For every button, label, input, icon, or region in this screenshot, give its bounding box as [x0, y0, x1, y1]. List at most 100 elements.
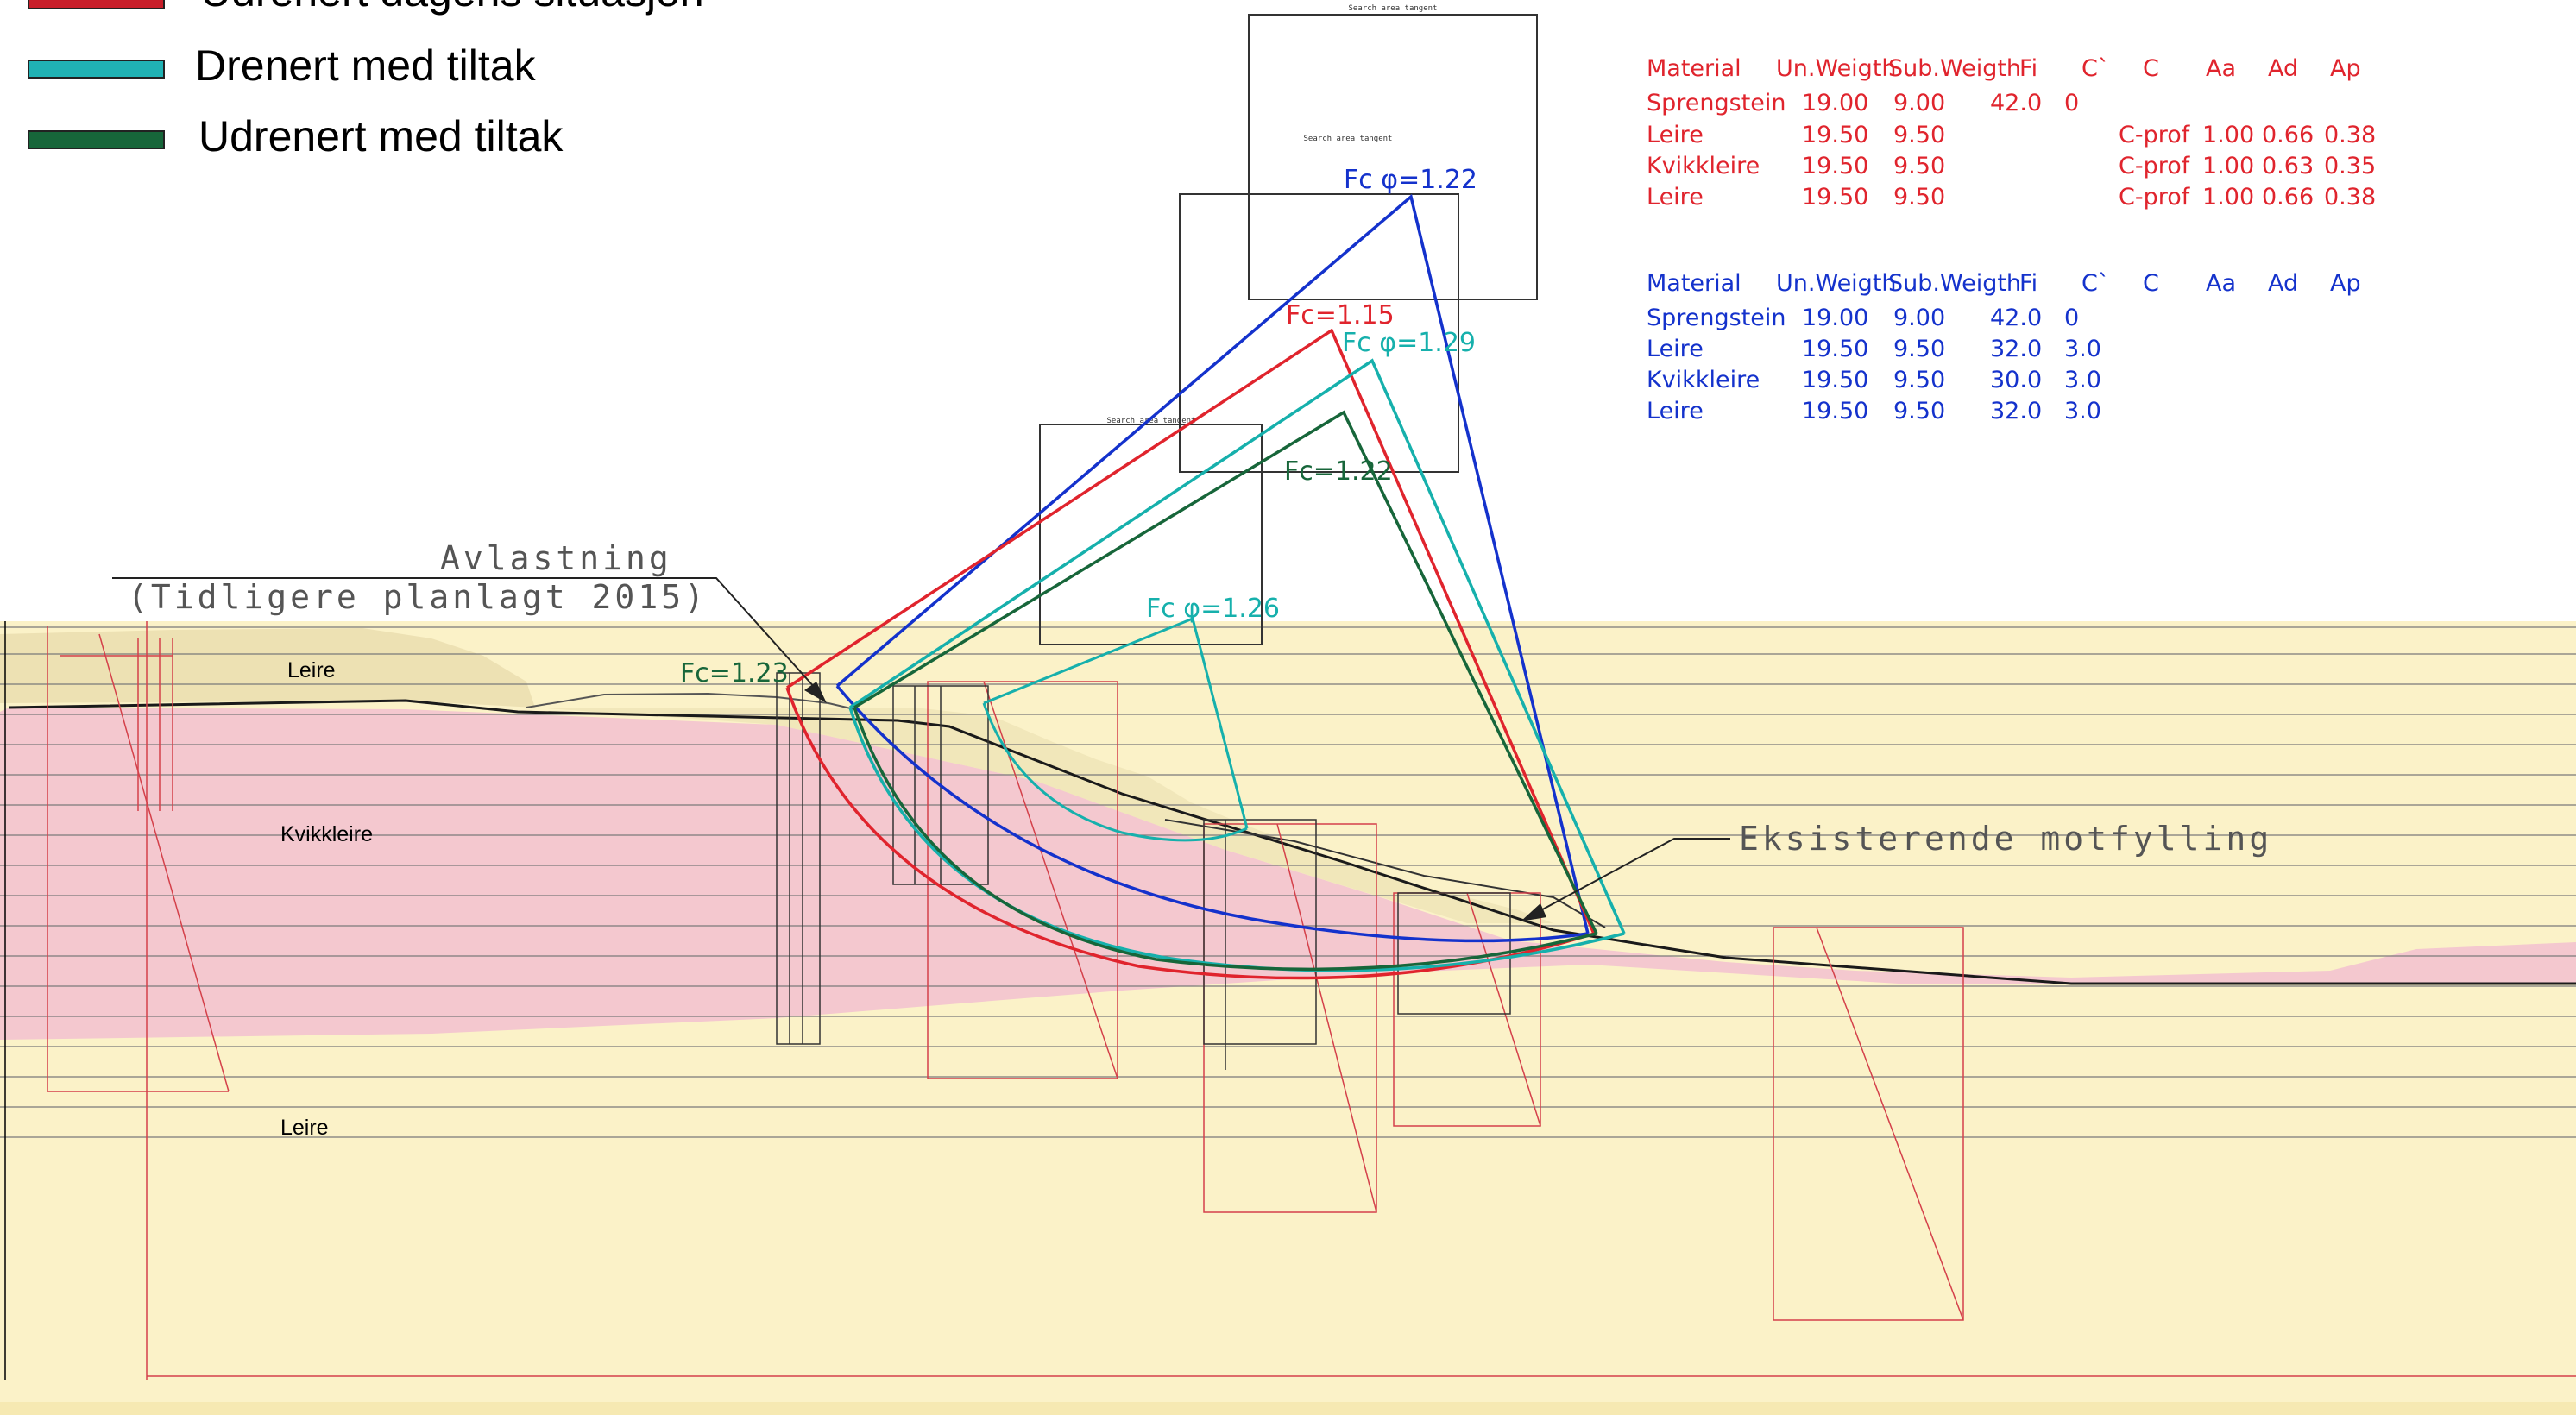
slip-surfaces: [785, 193, 1626, 980]
fc-label-green-small: Fc=1.23: [680, 658, 789, 689]
header-subweight: Sub.Weigth: [1888, 270, 2021, 297]
fill-slope-line: [1164, 819, 1606, 928]
surface-clay-hill: [0, 628, 535, 708]
search-area-boxes: [1039, 14, 1538, 645]
header-material: Material: [1647, 55, 1741, 82]
header-subweight: Sub.Weigth: [1888, 55, 2021, 82]
avlastning-arrowhead: [804, 682, 827, 703]
legend-item-udrenert-med-tiltak: Udrenert med tiltak: [28, 112, 564, 160]
cell: 9.50: [1893, 153, 1945, 179]
cell: 19.50: [1802, 184, 1868, 211]
header-c: C: [2143, 55, 2159, 82]
table-undrained-row: Kvikkleire 19.50 9.50 C-prof 1.00 0.63 0…: [1647, 153, 2376, 179]
search-box-middle: [1179, 193, 1459, 473]
header-unweight: Un.Weigth: [1776, 55, 1897, 82]
avlastning-leader: [112, 577, 816, 689]
legend-item-udrenert-dagens: Udrenert dagens situasjon: [28, 0, 704, 16]
cell: Leire: [1647, 336, 1704, 362]
search-box-small: [1039, 424, 1263, 645]
legend-swatch-udrenert-med-tiltak: [28, 130, 165, 149]
cell: 19.00: [1802, 305, 1868, 331]
header-fi: Fi: [2019, 270, 2037, 297]
header-unweight: Un.Weigth: [1776, 270, 1897, 297]
table-drained-row: Leire 19.50 9.50 32.0 3.0: [1647, 398, 2101, 424]
cell: 32.0: [1990, 398, 2042, 424]
cell: 0: [2064, 305, 2079, 331]
header-aa: Aa: [2206, 270, 2236, 297]
soil-label-kvikkleire: Kvikkleire: [280, 822, 373, 846]
cell: 9.50: [1893, 122, 1945, 148]
search-box-top-label: Search area tangent: [1349, 4, 1438, 13]
legend-swatch-udrenert-dagens: [28, 0, 165, 9]
cell: 19.00: [1802, 90, 1868, 116]
cell: 0.63: [2262, 153, 2314, 179]
cell: Kvikkleire: [1647, 153, 1760, 179]
slip-surface-red: [785, 328, 1596, 980]
cell: 3.0: [2064, 367, 2101, 393]
sounding-profiles: [47, 626, 1964, 1321]
soil-label-leire-bottom: Leire: [280, 1116, 329, 1140]
cell: 1.00: [2202, 184, 2254, 211]
cell: Sprengstein: [1647, 90, 1786, 116]
cell: 9.50: [1893, 184, 1945, 211]
fc-label-blue-phi: Fc φ=1.22: [1344, 165, 1477, 195]
legend-item-drenert-med-tiltak: Drenert med tiltak: [28, 41, 537, 90]
search-box-inner-label: Search area tangent: [1304, 135, 1393, 143]
fc-label-cyan-phi-small: Fc φ=1.26: [1146, 594, 1280, 624]
header-c-prime: C`: [2082, 270, 2109, 297]
cell: 42.0: [1990, 90, 2042, 116]
header-ad: Ad: [2268, 55, 2298, 82]
material-table-drained: Material Un.Weigth Sub.Weigth Fi C` C Aa…: [1647, 270, 2361, 424]
table-drained-row: Leire 19.50 9.50 32.0 3.0: [1647, 336, 2101, 362]
left-profile-axis: [4, 621, 2576, 1380]
legend-swatch-drenert-med-tiltak: [28, 60, 165, 79]
header-fi: Fi: [2019, 55, 2037, 82]
material-table-undrained: Material Un.Weigth Sub.Weigth Fi C` C Aa…: [1647, 55, 2376, 211]
cell: 19.50: [1802, 122, 1868, 148]
cell: C-prof: [2119, 153, 2191, 179]
sounding-profile-7: [1773, 927, 1964, 1321]
cell: 9.50: [1893, 336, 1945, 362]
cell: 9.00: [1893, 90, 1945, 116]
fc-label-green: Fc=1.22: [1284, 456, 1393, 487]
slip-surface-cyan-large: [848, 358, 1626, 972]
cell: 3.0: [2064, 398, 2101, 424]
slip-surface-green: [853, 410, 1598, 972]
search-box-top: [1248, 14, 1538, 300]
terrain-lines: [8, 692, 2576, 985]
header-ad: Ad: [2268, 270, 2298, 297]
legend-label-drenert-med-tiltak: Drenert med tiltak: [195, 41, 537, 90]
header-material: Material: [1647, 270, 1741, 297]
cell: 3.0: [2064, 336, 2101, 362]
motfylling-arrowhead: [1521, 903, 1546, 921]
cell: Leire: [1647, 122, 1704, 148]
cell: C-prof: [2119, 122, 2191, 148]
cell: Leire: [1647, 184, 1704, 211]
surface-clay-slope: [535, 708, 1553, 923]
unloading-outline: [526, 692, 855, 710]
cell: 19.50: [1802, 398, 1868, 424]
cell: Sprengstein: [1647, 305, 1786, 331]
cell: 0.66: [2262, 122, 2314, 148]
cell: 0.35: [2324, 153, 2376, 179]
cell: Kvikkleire: [1647, 367, 1760, 393]
cell: 32.0: [1990, 336, 2042, 362]
cell: C-prof: [2119, 184, 2191, 211]
tidligere-label: (Tidligere planlagt 2015): [128, 578, 708, 616]
fc-label-red: Fc=1.15: [1286, 300, 1395, 330]
motfylling-leader: [1535, 838, 1730, 914]
table-drained-header: Material Un.Weigth Sub.Weigth Fi C` C Aa…: [1647, 270, 2361, 297]
cell: 0.38: [2324, 122, 2376, 148]
cell: 19.50: [1802, 153, 1868, 179]
soil-label-leire-top: Leire: [287, 658, 336, 682]
header-ap: Ap: [2330, 55, 2361, 82]
legend-label-udrenert-dagens: Udrenert dagens situasjon: [200, 0, 704, 16]
fc-label-cyan-phi-top: Fc φ=1.29: [1342, 328, 1476, 358]
avlastning-label: Avlastning: [440, 539, 672, 577]
elevation-gridlines: [0, 626, 2576, 1138]
cell: 30.0: [1990, 367, 2042, 393]
table-undrained-row: Leire 19.50 9.50 C-prof 1.00 0.66 0.38: [1647, 122, 2376, 148]
table-undrained-header: Material Un.Weigth Sub.Weigth Fi C` C Aa…: [1647, 55, 2361, 82]
legend-label-udrenert-med-tiltak: Udrenert med tiltak: [198, 112, 564, 160]
